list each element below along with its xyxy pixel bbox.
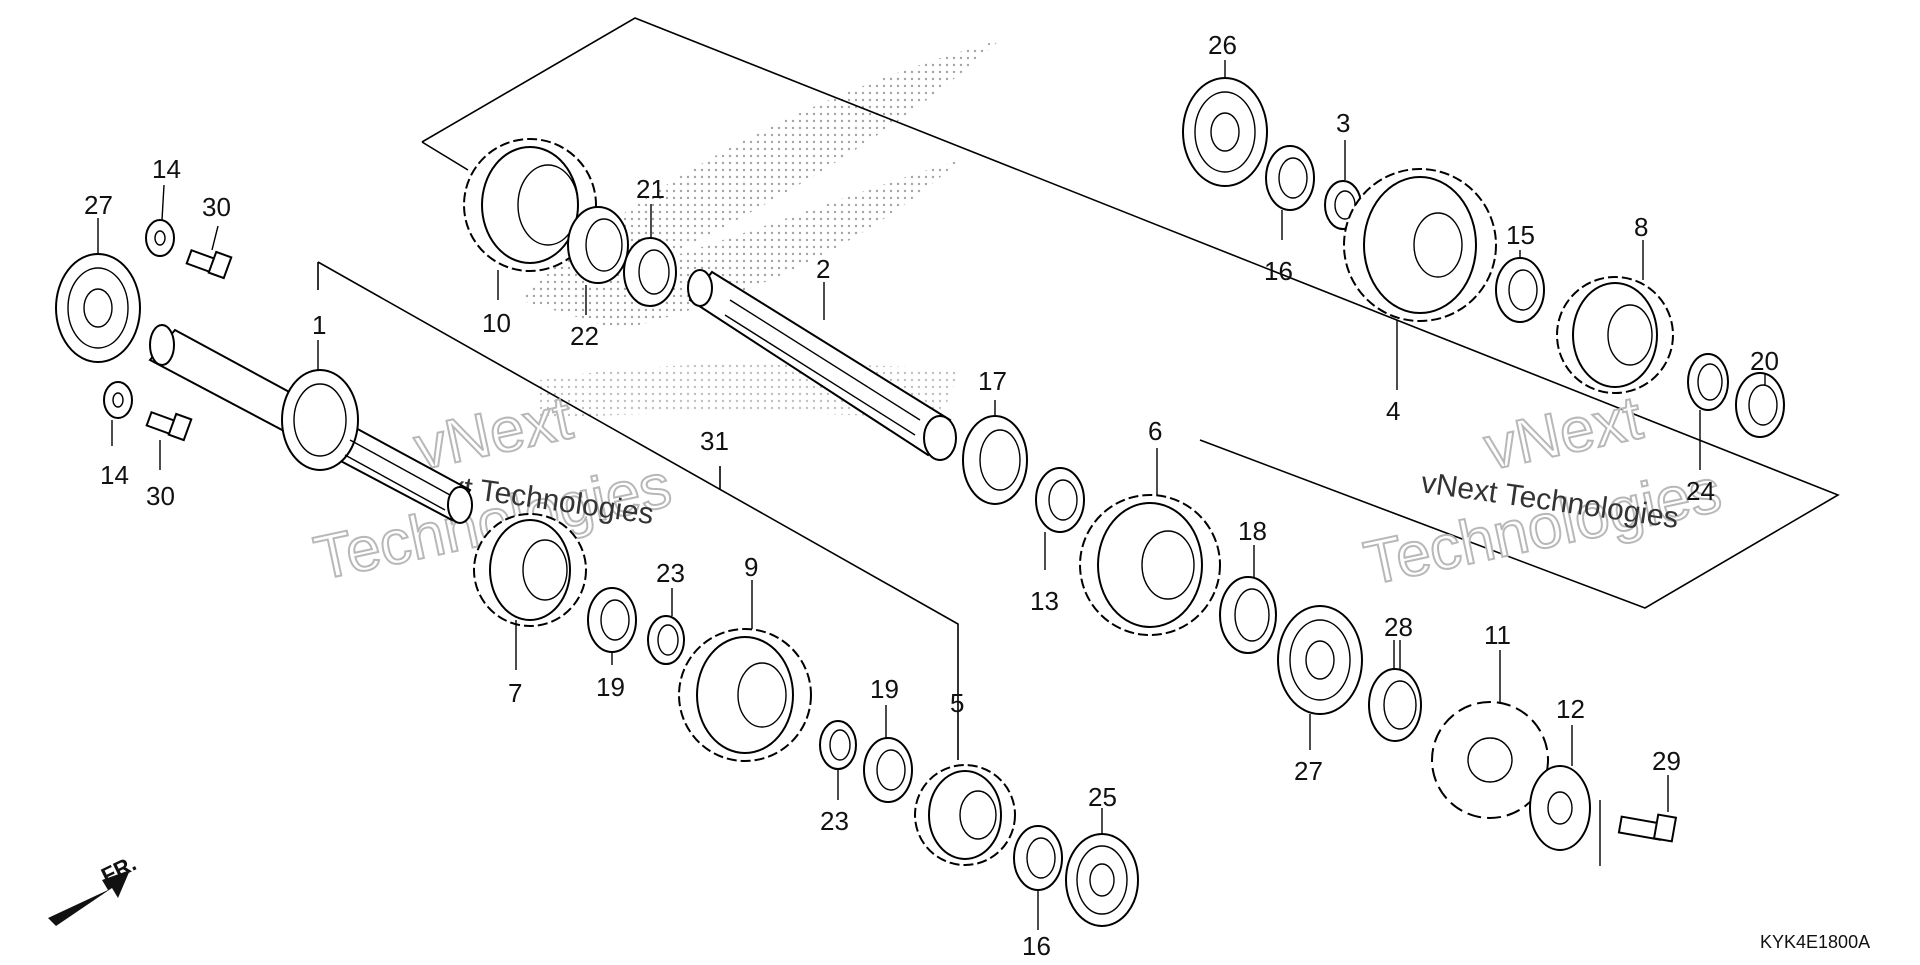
part-28-oil-seal[interactable] [1368,668,1422,742]
callout-21: 21 [636,174,665,204]
part-1-mainshaft[interactable] [148,324,473,524]
callout-5: 5 [950,688,964,718]
part-7-gear[interactable] [473,513,587,627]
part-18-washer[interactable] [1219,576,1277,654]
callout-22: 22 [570,321,599,351]
callout-4: 4 [1386,396,1400,426]
callout-31: 31 [700,426,729,456]
part-19-washer-a[interactable] [587,587,637,653]
callout-16-bottom: 16 [1022,931,1051,960]
callout-23-a: 23 [656,558,685,588]
part-13-washer[interactable] [1035,467,1085,533]
part-14-washer-bottom[interactable] [103,381,133,419]
part-23-circlip-b[interactable] [819,720,857,770]
part-5-gear[interactable] [914,764,1016,866]
callout-30-bottom: 30 [146,481,175,511]
part-27-bearing-right[interactable] [1277,605,1363,715]
part-19-washer-b[interactable] [863,737,913,803]
callout-25: 25 [1088,782,1117,812]
callout-1: 1 [312,310,326,340]
callout-6: 6 [1148,416,1162,446]
part-20-washer[interactable] [1735,372,1785,438]
part-12-sprocket-plate[interactable] [1529,765,1591,851]
part-25-bearing[interactable] [1065,833,1139,927]
callout-20: 20 [1750,346,1779,376]
part-16-washer-top[interactable] [1265,145,1315,211]
callout-28: 28 [1384,612,1413,642]
callout-12: 12 [1556,694,1585,724]
diagram-code: KYK4E1800A [1760,932,1870,952]
direction-label: FR. [97,850,140,888]
callout-24: 24 [1686,476,1715,506]
part-30-bolt-bottom[interactable] [145,410,193,442]
callout-15: 15 [1506,220,1535,250]
leader-lines [97,60,1766,930]
part-29-bolt[interactable] [1617,813,1678,843]
part-15-washer[interactable] [1495,257,1545,323]
part-26-bearing[interactable] [1182,77,1268,187]
part-2-countershaft[interactable] [687,269,957,461]
callout-14-bottom: 14 [100,460,129,490]
callout-labels: 27 14 30 14 30 1 10 22 21 2 17 13 6 18 2… [84,30,1779,961]
part-6-gear[interactable] [1079,494,1221,636]
callout-13: 13 [1030,586,1059,616]
countershaft-frame [421,17,1840,609]
part-27-bearing-left[interactable] [55,253,141,363]
callout-18: 18 [1238,516,1267,546]
callout-7: 7 [508,678,522,708]
callout-27-left: 27 [84,190,113,220]
part-14-washer-top[interactable] [145,219,175,257]
callout-14-top: 14 [152,154,181,184]
callout-2: 2 [816,254,830,284]
part-4-gear[interactable] [1343,168,1497,322]
part-22-bushing[interactable] [567,206,629,284]
callout-19-a: 19 [596,672,625,702]
callout-9: 9 [744,552,758,582]
callout-16-top: 16 [1264,256,1293,286]
part-21-washer[interactable] [623,237,677,307]
mainshaft-frame [317,261,959,760]
part-24-circlip[interactable] [1687,353,1729,411]
part-16-washer-bottom[interactable] [1013,825,1063,891]
part-23-circlip-a[interactable] [647,615,685,665]
callout-27-right: 27 [1294,756,1323,786]
part-17-washer[interactable] [962,415,1028,505]
arrow-icon [48,870,130,926]
front-direction-indicator: FR. [48,850,140,926]
callout-10: 10 [482,308,511,338]
callout-30-top: 30 [202,192,231,222]
callout-29: 29 [1652,746,1681,776]
callout-11: 11 [1484,620,1511,650]
callout-3: 3 [1336,108,1350,138]
watermark-right-line1: vNext [1479,383,1648,483]
callout-19-b: 19 [870,674,899,704]
part-8-gear[interactable] [1556,276,1674,394]
callout-8: 8 [1634,212,1648,242]
part-11-drive-sprocket[interactable] [1431,701,1549,819]
callout-17: 17 [978,366,1007,396]
callout-26: 26 [1208,30,1237,60]
part-10-gear[interactable] [463,138,597,272]
part-30-bolt-top[interactable] [185,248,233,280]
part-9-gear[interactable] [678,628,812,762]
callout-23-b: 23 [820,806,849,836]
